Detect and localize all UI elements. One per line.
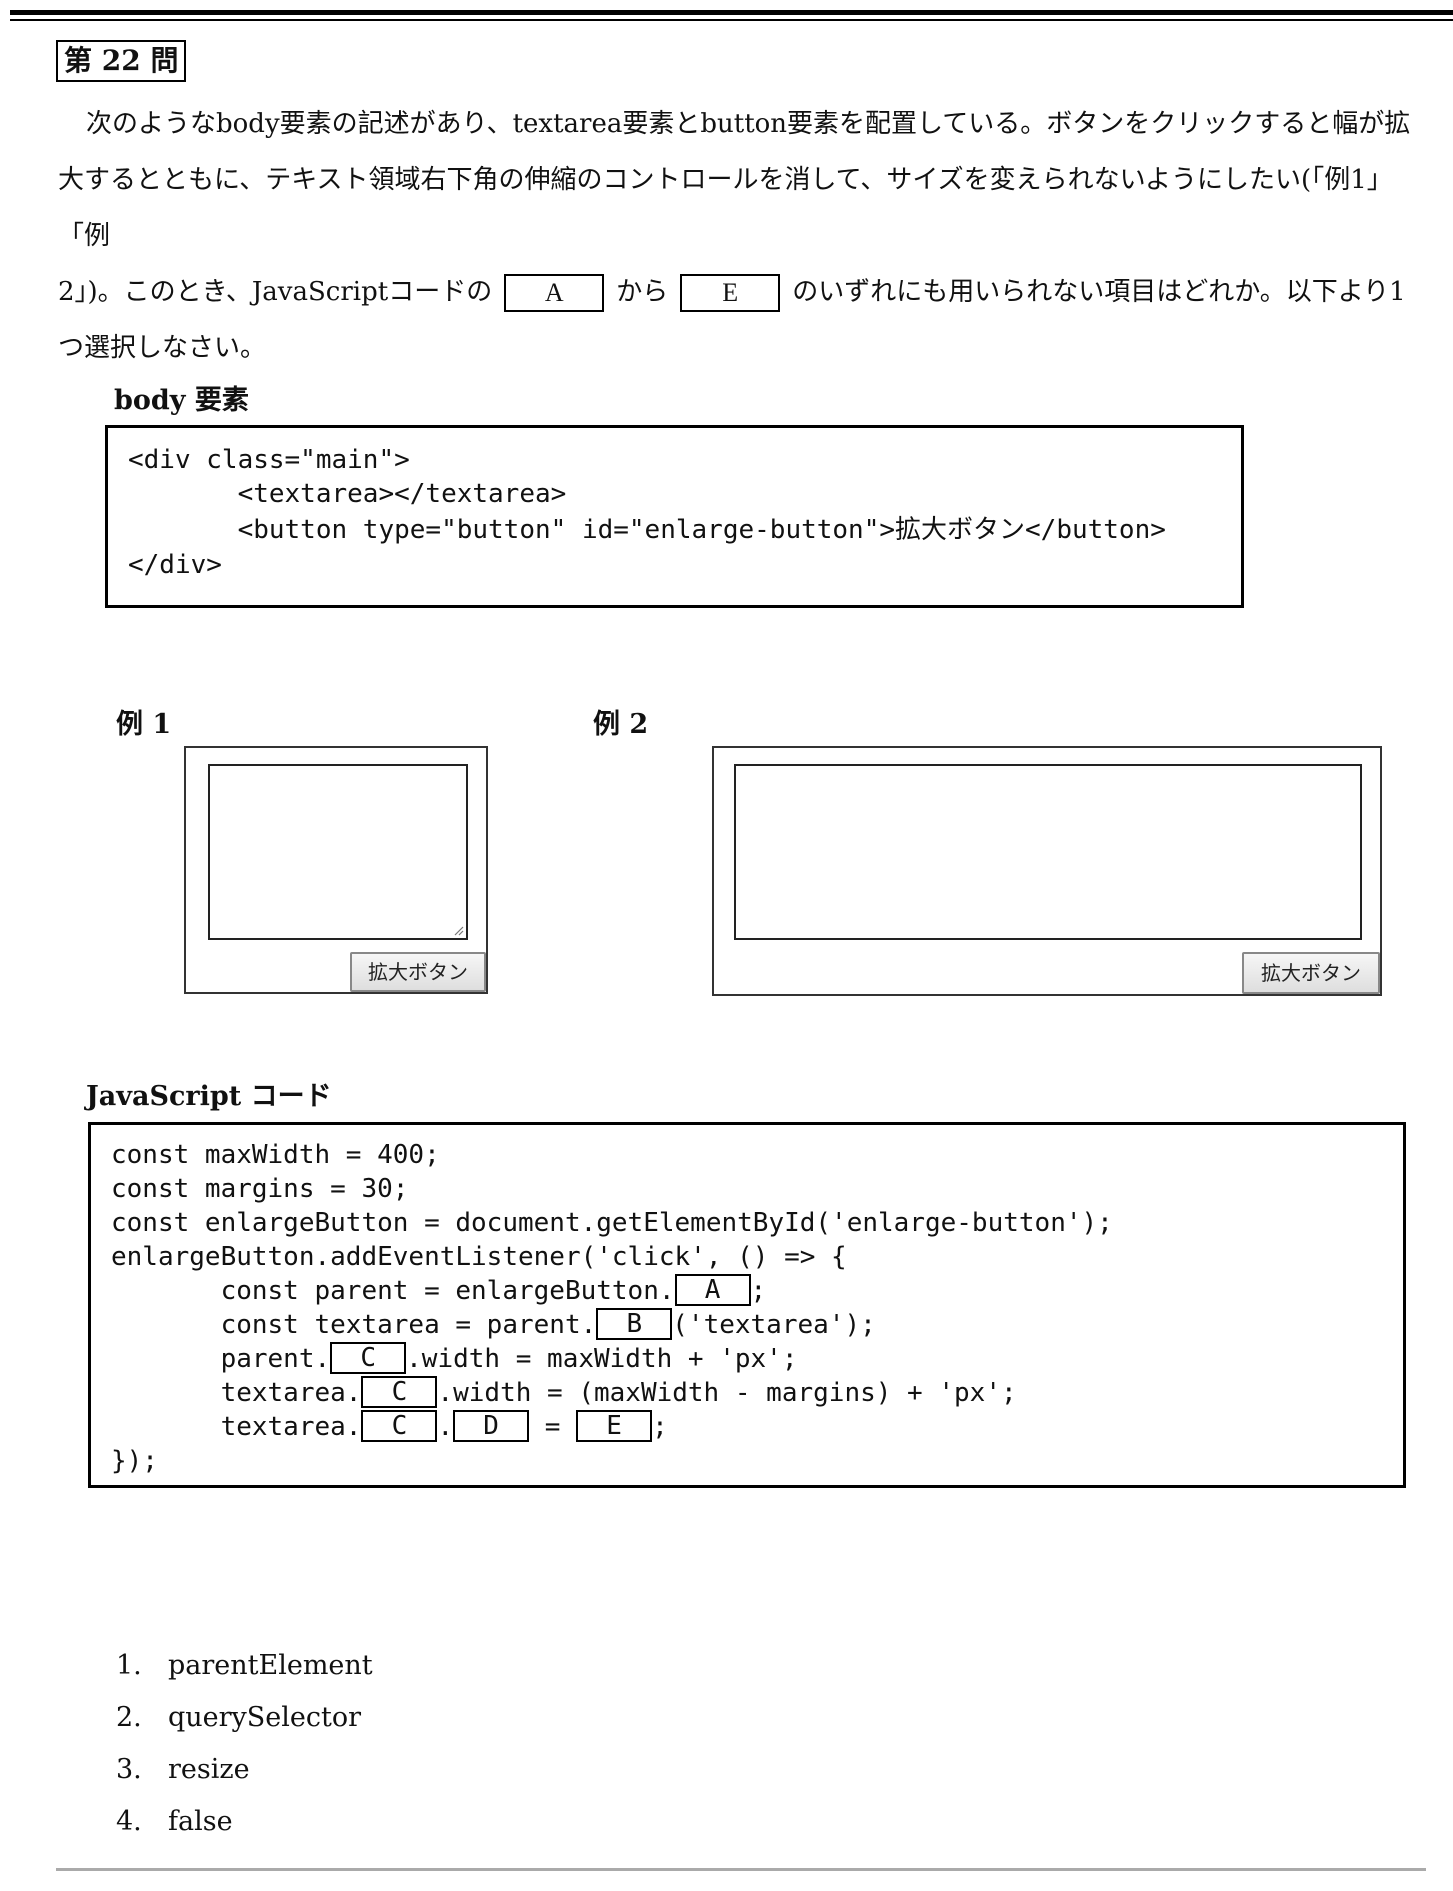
example-2-textarea[interactable] <box>734 764 1362 940</box>
body-code-box: <div class="main"> <textarea></textarea>… <box>105 425 1244 608</box>
blank-c: C <box>361 1376 438 1408</box>
example-1-label: 例 1 <box>116 709 172 740</box>
js-code-line-9: textarea.C.D = E; <box>111 1410 668 1442</box>
blank-e: E <box>576 1410 653 1442</box>
blank-c: C <box>361 1410 438 1442</box>
question-number: 第 22 問 <box>56 40 187 82</box>
body-code-line-2: <textarea></textarea> <box>128 479 567 509</box>
blank-a: A <box>674 1274 751 1306</box>
blank-c: C <box>330 1342 407 1374</box>
body-code-line-3: <button type="button" id="enlarge-button… <box>128 515 1166 545</box>
answer-choices: 1.parentElement 2.querySelector 3.resize… <box>116 1640 373 1848</box>
blank-b: B <box>596 1308 673 1340</box>
js-code-line-10: }); <box>111 1446 158 1476</box>
question-text: 次のようなbody要素の記述があり、textarea要素とbutton要素を配置… <box>58 96 1430 376</box>
blank-a-inline: A <box>504 274 605 312</box>
choice-1[interactable]: 1.parentElement <box>116 1650 373 1681</box>
body-code-line-4: </div> <box>128 550 222 580</box>
js-code-box: const maxWidth = 400; const margins = 30… <box>88 1122 1406 1488</box>
example-1-frame: 拡大ボタン <box>184 746 488 994</box>
js-code-line-5: const parent = enlargeButton.A; <box>111 1274 767 1306</box>
question-line-4: つ選択しなさい。 <box>58 333 267 363</box>
example-2-frame: 拡大ボタン <box>712 746 1382 996</box>
blank-e-inline: E <box>680 274 781 312</box>
top-rule-thin <box>10 19 1453 21</box>
js-code-line-6: const textarea = parent.B('textarea'); <box>111 1308 876 1340</box>
body-section-label: body 要素 <box>114 385 249 416</box>
example-1-enlarge-button[interactable]: 拡大ボタン <box>350 952 486 992</box>
question-line-2: 大するとともに、テキスト領域右下角の伸縮のコントロールを消して、サイズを変えられ… <box>58 165 1393 251</box>
example-1-textarea[interactable] <box>208 764 468 940</box>
body-code-line-1: <div class="main"> <box>128 445 410 475</box>
js-code-line-4: enlargeButton.addEventListener('click', … <box>111 1242 847 1272</box>
example-2-label: 例 2 <box>593 709 649 740</box>
blank-d: D <box>453 1410 530 1442</box>
js-code-line-7: parent.C.width = maxWidth + 'px'; <box>111 1342 798 1374</box>
bottom-rule <box>56 1868 1426 1871</box>
js-code-line-1: const maxWidth = 400; <box>111 1140 440 1170</box>
top-rule-thick <box>10 10 1453 15</box>
js-code-line-3: const enlargeButton = document.getElemen… <box>111 1208 1113 1238</box>
choice-4[interactable]: 4.false <box>116 1806 233 1837</box>
js-code-line-2: const margins = 30; <box>111 1174 409 1204</box>
example-2-enlarge-button[interactable]: 拡大ボタン <box>1242 952 1380 994</box>
choice-3[interactable]: 3.resize <box>116 1754 250 1785</box>
js-code-line-8: textarea.C.width = (maxWidth - margins) … <box>111 1376 1017 1408</box>
js-section-label: JavaScript コード <box>86 1081 332 1112</box>
question-line-1: 次のようなbody要素の記述があり、textarea要素とbutton要素を配置… <box>86 109 1411 139</box>
choice-2[interactable]: 2.querySelector <box>116 1702 362 1733</box>
resize-grip-icon <box>454 926 464 936</box>
